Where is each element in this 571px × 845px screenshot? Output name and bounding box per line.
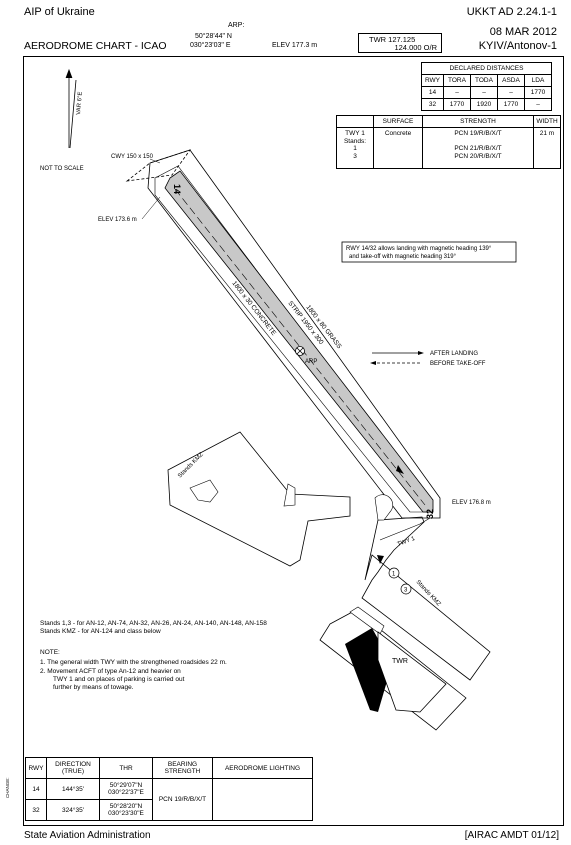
- bt-header-direction: DIRECTION (TRUE): [46, 757, 100, 779]
- bt-header-bearing: BEARING STRENGTH: [152, 757, 213, 779]
- runway-characteristics-table: RWY DIRECTION (TRUE) THR BEARING STRENGT…: [25, 757, 313, 821]
- dd-cell: 1920: [470, 98, 498, 111]
- bt-row-32: 32 324°35' 50°28'20"N 030°23'30"E: [25, 799, 313, 821]
- page-id: UKKT AD 2.24.1-1: [466, 6, 557, 18]
- bt-thr-lat: 50°28'20"N: [109, 803, 143, 810]
- runway-centerline: [174, 188, 426, 506]
- st-strength-1: PCN 21/R/B/X/T: [454, 145, 502, 152]
- elev-rwy32: ELEV 176.8 m: [452, 500, 491, 506]
- before-takeoff-arrow-icon: [370, 361, 376, 365]
- chart-date: 08 MAR 2012: [489, 26, 557, 38]
- stand-1-marker: [388, 567, 400, 579]
- bt-thr: 50°29'07"N 030°22'37"E: [99, 778, 153, 800]
- note-title: NOTE:: [40, 649, 60, 656]
- footer-right: [AIRAC AMDT 01/12]: [464, 830, 559, 841]
- twr-frequency-box: TWR 127.125 124.000 O/R: [358, 33, 442, 53]
- note-2b: TWY 1 and on places of parking is carrie…: [53, 676, 185, 683]
- bt-bearing: PCN 19/R/B/X/T: [152, 778, 213, 821]
- stand-3-marker: [400, 583, 412, 595]
- stands-note-1: Stands 1,3 - for AN-12, AN-74, AN-32, AN…: [40, 620, 267, 627]
- st-width: 21 m: [533, 127, 561, 169]
- magnetic-note-box: [341, 241, 517, 263]
- runway-14-32: [164, 170, 434, 513]
- note-2a: 2. Movement ACFT of type An-12 and heavi…: [40, 668, 181, 675]
- chart-title: AERODROME CHART - ICAO: [24, 40, 167, 52]
- arp-label: ARP:: [228, 22, 245, 29]
- dd-cell: 32: [421, 98, 444, 111]
- magnetic-note-2: and take-off with magnetic heading 319°: [349, 254, 457, 260]
- aerodrome-location: KYIV/Antonov-1: [478, 40, 557, 52]
- st-stands: Stands:: [343, 137, 367, 145]
- bt-row-14: 14 144°35' 50°29'07"N 030°22'37"E PCN 19…: [25, 778, 313, 821]
- arp-text: ARP: [305, 359, 317, 365]
- bt-thr-lat: 50°29'07"N: [109, 782, 143, 789]
- north-arrow-icon: [65, 68, 77, 149]
- st-surface: Concrete: [373, 127, 423, 169]
- bt-rwy: 32: [25, 799, 47, 821]
- bt-thr: 50°28'20"N 030°23'30"E: [99, 799, 153, 821]
- stand-3-number: 3: [404, 588, 408, 594]
- arp-lon: 030°23'03" E: [190, 42, 231, 49]
- bt-thr-lon: 030°22'37"E: [108, 789, 144, 796]
- twy1-label: TWY 1: [397, 536, 417, 548]
- magnetic-note-1: RWY 14/32 allows landing with magnetic h…: [346, 246, 492, 252]
- twr-freq-2: 124.000 O/R: [394, 43, 437, 52]
- bt-header-thr: THR: [99, 757, 153, 779]
- taxi-route-line: [379, 523, 421, 541]
- chart-frame: [23, 56, 564, 826]
- stands-note-2: Stands KMZ - for AN-124 and class below: [40, 628, 161, 635]
- stand-1-number: 1: [392, 572, 396, 578]
- surface-strength-table: SURFACE STRENGTH WIDTH TWY 1 Stands: 1 3…: [336, 115, 561, 169]
- twy-1: [361, 516, 491, 681]
- st-strength-twy1: PCN 19/R/B/X/T: [454, 130, 502, 137]
- dd-row-32: 32 1770 1920 1770 –: [421, 98, 552, 111]
- bt-direction: 324°35': [46, 799, 100, 821]
- rwy-14-designator: 14: [172, 184, 182, 194]
- magnetic-variation: VAR 6°E: [76, 91, 84, 115]
- st-col1: TWY 1 Stands: 1 3: [336, 127, 374, 169]
- st-twy1: TWY 1: [345, 130, 365, 137]
- footer-left: State Aviation Administration: [24, 830, 151, 841]
- twr-freq-1: TWR 127.125: [369, 35, 416, 44]
- bt-rwy: 14: [25, 778, 47, 800]
- st-strength-3: PCN 20/R/B/X/T: [454, 152, 502, 160]
- note-1: 1. The general width TWY with the streng…: [40, 659, 227, 666]
- declared-distances-table: DECLARED DISTANCES RWY TORA TODA ASDA LD…: [421, 62, 552, 111]
- before-takeoff-label: BEFORE TAKE-OFF: [430, 361, 486, 367]
- arp-lat: 50°28'44" N: [195, 33, 232, 40]
- twr-label: TWR: [392, 658, 408, 665]
- st-stand-1: 1: [353, 145, 357, 152]
- elev-rwy14: ELEV 173.6 m: [98, 217, 137, 223]
- dd-cell: –: [524, 98, 552, 111]
- after-landing-arrow-icon: [418, 351, 424, 355]
- after-landing-label: AFTER LANDING: [430, 351, 478, 357]
- landing-arrow-icon: [396, 465, 404, 474]
- arp-icon: [295, 346, 305, 356]
- note-2c: further by means of towage.: [53, 684, 134, 691]
- publication-title: AIP of Ukraine: [24, 6, 95, 18]
- change-label: CHANGE:: [5, 777, 10, 798]
- bt-thr-lon: 030°23'30"E: [108, 810, 144, 817]
- not-to-scale: NOT TO SCALE: [40, 166, 84, 172]
- dd-row-14: 14 – – – 1770: [421, 86, 552, 99]
- st-stand-3: 3: [353, 152, 357, 160]
- bt-header-rwy: RWY: [25, 757, 47, 779]
- rwy-32-designator: 32: [425, 509, 435, 519]
- bt-header-lighting: AERODROME LIGHTING: [212, 757, 313, 779]
- taxi-arrow-icon: [377, 555, 384, 564]
- aerodrome-elevation: ELEV 177.3 m: [272, 42, 318, 49]
- bt-lighting: [212, 778, 313, 821]
- bt-direction: 144°35': [46, 778, 100, 800]
- apron-stands-kmz: [167, 431, 351, 567]
- cwy-label: CWY 150 x 150: [111, 154, 154, 160]
- st-strength: PCN 19/R/B/X/T PCN 21/R/B/X/T PCN 20/R/B…: [422, 127, 534, 169]
